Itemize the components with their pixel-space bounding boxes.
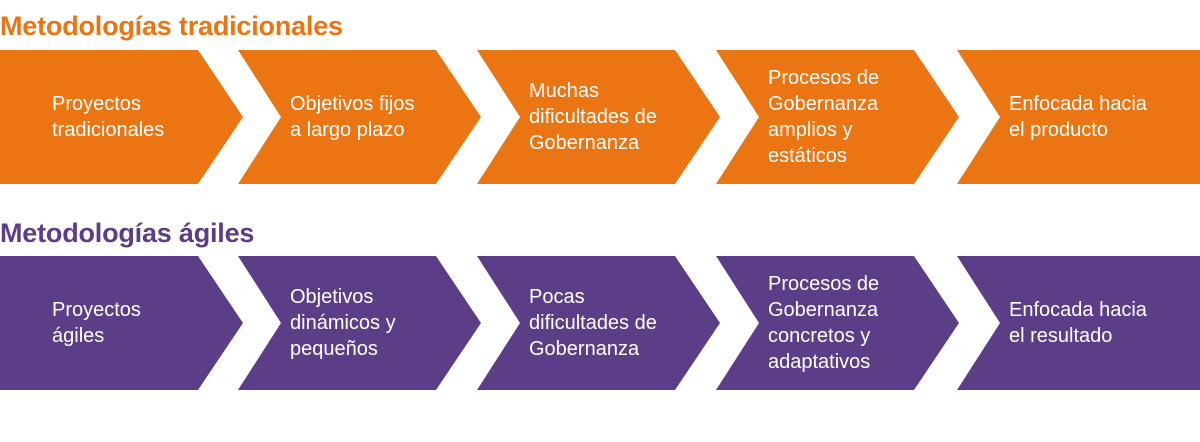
agile-chevron-row: Proyectos ágiles Objetivos dinámicos y p… bbox=[0, 256, 1200, 390]
traditional-step-1: Proyectos tradicionales bbox=[0, 50, 243, 184]
traditional-step-4-label: Procesos de Gobernanza amplios y estátic… bbox=[768, 67, 880, 167]
agile-step-3-label: Pocas dificultades de Gobernanza bbox=[529, 286, 657, 360]
agile-step-5: Enfocada hacia el resultado bbox=[957, 256, 1200, 390]
agile-step-4: Procesos de Gobernanza concretos y adapt… bbox=[716, 256, 959, 390]
agile-step-1: Proyectos ágiles bbox=[0, 256, 243, 390]
traditional-step-5: Enfocada hacia el producto bbox=[957, 50, 1200, 184]
agile-section-title: Metodologías ágiles bbox=[0, 218, 255, 248]
traditional-chevron-row: Proyectos tradicionales Objetivos fijos … bbox=[0, 50, 1200, 184]
traditional-step-4: Procesos de Gobernanza amplios y estátic… bbox=[716, 50, 959, 184]
traditional-step-3: Muchas dificultades de Gobernanza bbox=[477, 50, 720, 184]
traditional-section-title: Metodologías tradicionales bbox=[0, 11, 343, 41]
traditional-step-2-label: Objetivos fijos a largo plazo bbox=[290, 93, 415, 141]
agile-step-3: Pocas dificultades de Gobernanza bbox=[477, 256, 720, 390]
traditional-step-3-label: Muchas dificultades de Gobernanza bbox=[529, 80, 657, 154]
agile-step-2-label: Objetivos dinámicos y pequeños bbox=[290, 286, 396, 360]
agile-step-2: Objetivos dinámicos y pequeños bbox=[238, 256, 481, 390]
agile-step-4-label: Procesos de Gobernanza concretos y adapt… bbox=[768, 273, 880, 373]
traditional-step-2: Objetivos fijos a largo plazo bbox=[238, 50, 481, 184]
agile-step-5-label: Enfocada hacia el resultado bbox=[1009, 299, 1147, 347]
traditional-step-1-label: Proyectos tradicionales bbox=[52, 93, 165, 141]
agile-step-1-label: Proyectos ágiles bbox=[52, 299, 141, 347]
traditional-step-5-label: Enfocada hacia el producto bbox=[1009, 93, 1147, 141]
